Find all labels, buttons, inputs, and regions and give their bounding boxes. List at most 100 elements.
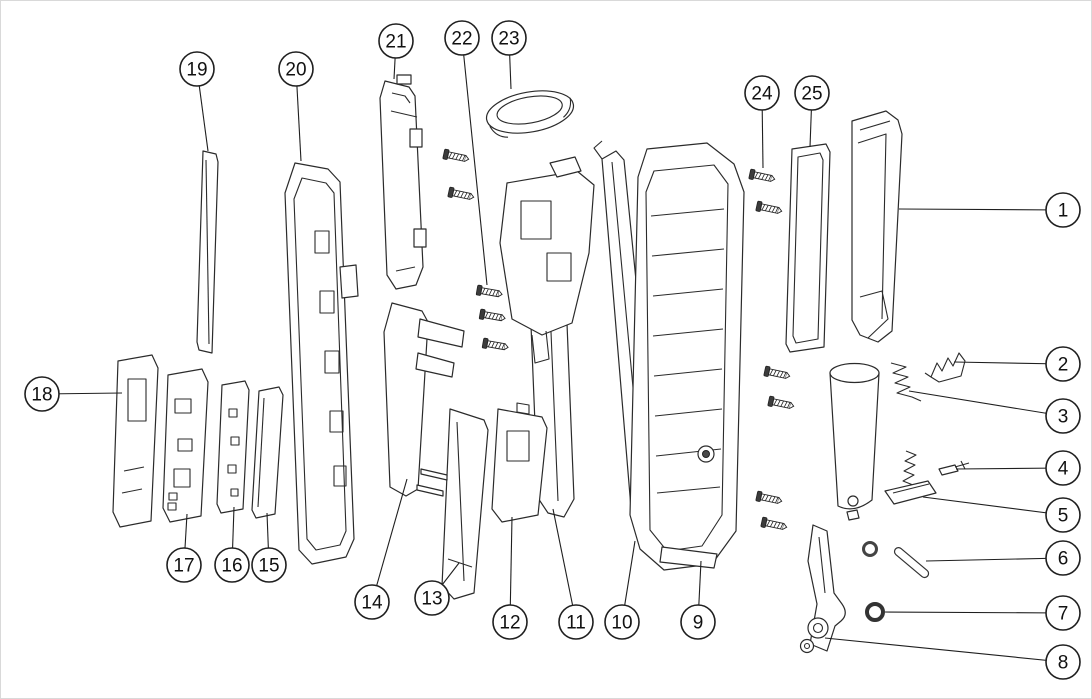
central-mechanism-drawing (499, 156, 595, 364)
callout-balloon-23 (491, 20, 527, 56)
callout-leader-14 (371, 478, 408, 603)
screw-icon (748, 168, 777, 185)
cutouts (314, 230, 347, 487)
callout-balloon-2 (1045, 346, 1081, 382)
side-tabs (396, 74, 427, 248)
screw-icon (478, 308, 507, 324)
motor-cylinder-drawing (829, 362, 880, 521)
inner-frame (293, 177, 347, 551)
part-9-drawing (629, 142, 745, 571)
outline (379, 80, 424, 290)
callout-balloon-8 (1045, 644, 1081, 680)
part-18-drawing (112, 354, 159, 528)
detail (121, 378, 147, 494)
callout-number-1: 1 (1058, 201, 1069, 222)
callout-leader-6 (925, 557, 1064, 562)
callout-balloon-22 (444, 20, 480, 56)
callout-balloon-4 (1045, 450, 1081, 486)
callout-balloon-6 (1045, 540, 1081, 576)
part-16-drawing (216, 380, 250, 514)
detail (857, 120, 891, 339)
part-19-drawing (196, 150, 219, 354)
screw-icon (442, 148, 471, 165)
part-23-drawing (485, 90, 575, 138)
callout-number-4: 4 (1058, 459, 1069, 480)
callout-number-9: 9 (693, 613, 704, 634)
callout-number-21: 21 (385, 32, 406, 53)
detail (954, 460, 970, 470)
callout-balloon-25 (794, 75, 830, 111)
screw-icon (760, 516, 789, 533)
top-face (829, 362, 880, 384)
callout-number-23: 23 (498, 29, 519, 50)
callout-number-22: 22 (451, 29, 472, 50)
part-7-drawing (865, 602, 885, 622)
part-13-drawing (441, 408, 489, 600)
outer-ring (485, 90, 575, 134)
callout-leader-3 (908, 390, 1064, 417)
detail (227, 408, 240, 497)
button-knob-center (702, 450, 710, 458)
part-12-drawing (491, 402, 548, 523)
callout-leader-7 (884, 611, 1064, 614)
side-tab (339, 264, 359, 299)
detail (892, 483, 930, 494)
outline (216, 380, 250, 514)
screws-24-group (748, 168, 796, 533)
detail (257, 397, 265, 508)
callout-leader-2 (953, 361, 1064, 365)
callout-number-6: 6 (1058, 549, 1069, 570)
parts-layer (112, 74, 970, 654)
callout-balloon-10 (604, 604, 640, 640)
callout-number-16: 16 (221, 556, 242, 577)
callout-number-7: 7 (1058, 604, 1069, 625)
coil (902, 450, 917, 486)
detail (205, 159, 210, 345)
part-8-drawing (799, 524, 846, 654)
callout-balloon-12 (492, 604, 528, 640)
outline (629, 142, 745, 571)
outline (251, 386, 284, 519)
body (829, 372, 880, 510)
outline (938, 464, 959, 476)
boss-inner (812, 622, 824, 634)
callout-leader-11 (552, 508, 577, 623)
eyelet-outer (799, 638, 815, 654)
eyelet-inner (803, 642, 811, 650)
callout-balloon-18 (24, 376, 60, 412)
callout-number-17: 17 (173, 556, 194, 577)
callout-balloon-17 (166, 547, 202, 583)
part-21-drawing (379, 74, 427, 290)
callout-leader-8 (824, 637, 1064, 663)
callout-number-13: 13 (421, 589, 442, 610)
screw-icon (767, 395, 796, 412)
bottom-nub (846, 509, 860, 521)
callout-balloon-3 (1045, 398, 1081, 434)
part-15-drawing (251, 386, 284, 519)
part-2-drawing (924, 352, 966, 383)
outline (851, 110, 903, 343)
outline (491, 408, 548, 523)
callout-balloon-19 (179, 51, 215, 87)
part-25-drawing (785, 143, 831, 353)
callout-leader-1 (898, 208, 1064, 211)
part-4-drawing (938, 460, 970, 476)
callout-balloon-13 (414, 580, 450, 616)
part-17-drawing (162, 368, 209, 523)
part-3-drawing (890, 362, 922, 402)
screw-icon (447, 186, 476, 203)
part-5-drawing (884, 450, 937, 505)
callout-balloon-9 (680, 604, 716, 640)
callout-balloon-1 (1045, 192, 1081, 228)
shaft-hole (847, 495, 859, 507)
callout-balloon-5 (1045, 497, 1081, 533)
outline (162, 368, 209, 523)
callout-number-19: 19 (186, 60, 207, 81)
ribs (650, 208, 725, 494)
callout-balloon-14 (354, 584, 390, 620)
callout-number-8: 8 (1058, 653, 1069, 674)
inner-ring (496, 95, 563, 125)
callout-leader-22 (461, 37, 488, 286)
